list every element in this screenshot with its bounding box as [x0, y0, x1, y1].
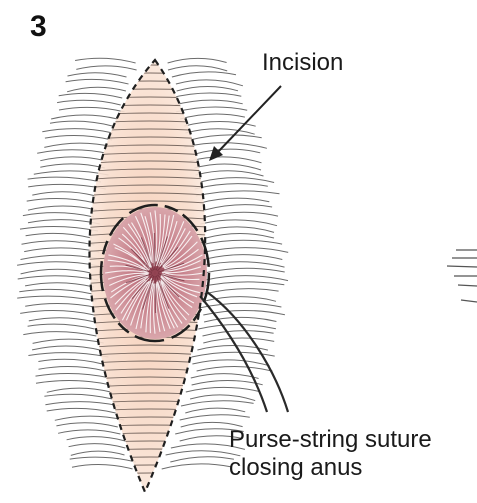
suture-label: Purse-string suture closing anus	[229, 426, 432, 481]
adjacent-panel-fragment	[447, 250, 477, 302]
suture-label-line-1: Purse-string suture	[229, 426, 432, 454]
panel-number: 3	[30, 12, 47, 42]
suture-label-line-2: closing anus	[229, 454, 432, 482]
anus	[103, 207, 207, 339]
incision-label: Incision	[262, 49, 343, 77]
